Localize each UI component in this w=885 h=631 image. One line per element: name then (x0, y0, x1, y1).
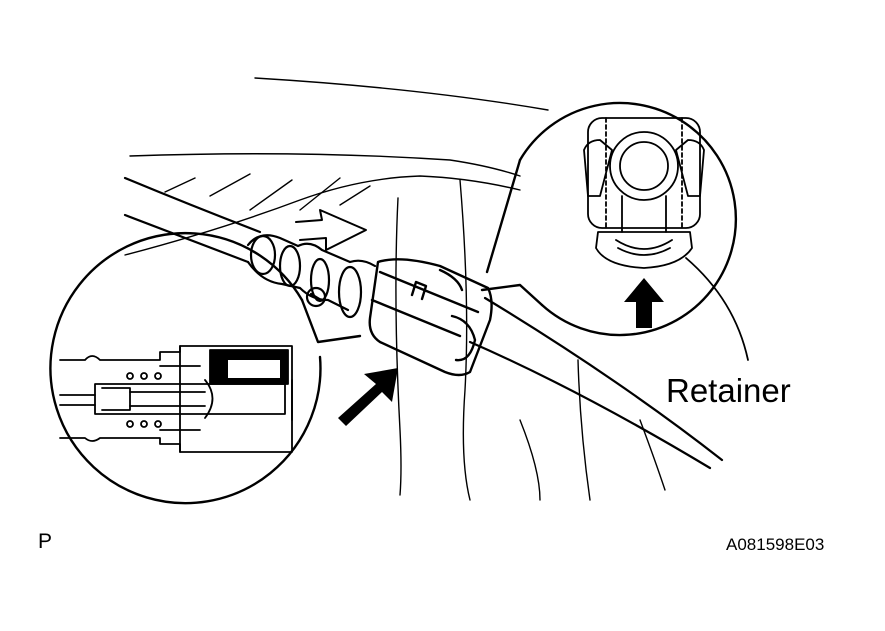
retainer-leader-line (685, 257, 749, 361)
fuel-tube (123, 176, 724, 470)
background-contours (124, 77, 666, 501)
retainer-clip (368, 258, 493, 377)
quick-connector (246, 234, 377, 319)
corner-code-label: P (38, 530, 53, 553)
direction-arrow-right (295, 209, 367, 251)
retainer-detail-drawing (583, 117, 705, 269)
figure-id-label: A081598E03 (726, 535, 825, 554)
up-arrow-icon (624, 278, 664, 328)
connector-cross-section (59, 345, 293, 453)
retainer-detail-zoom (480, 101, 738, 337)
push-arrow-icon (338, 368, 398, 426)
retainer-label: Retainer (666, 372, 791, 409)
connector-section-zoom (49, 231, 362, 505)
